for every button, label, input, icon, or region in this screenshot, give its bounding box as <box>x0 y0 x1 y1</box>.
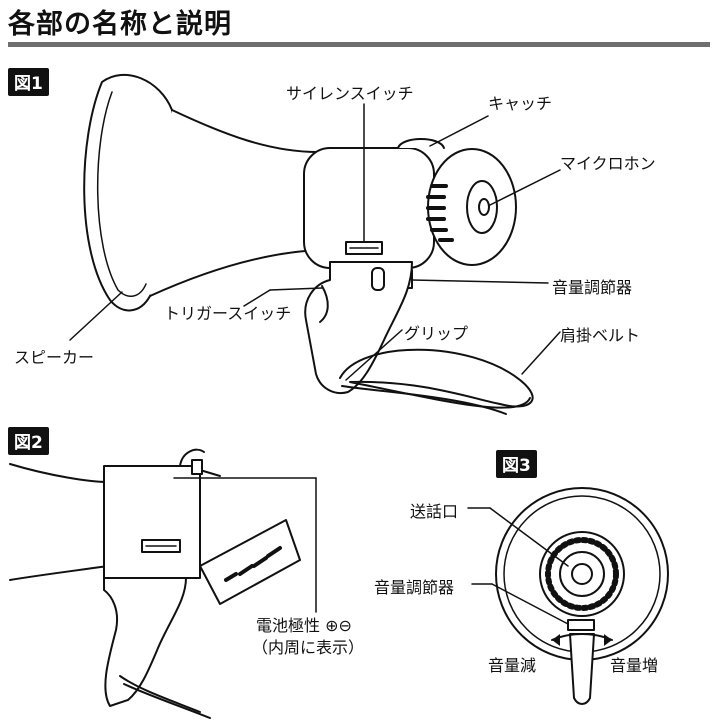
figure-1-megaphone <box>83 73 534 415</box>
figure-3-volume-knob <box>567 619 595 631</box>
battery-housing <box>103 465 201 579</box>
mic-vents <box>426 184 454 242</box>
figure-3-front-view <box>495 487 669 705</box>
figure-3-handle <box>569 633 595 705</box>
figure-2-grip <box>103 577 187 707</box>
figure-2-badge: 図2 <box>8 427 49 455</box>
horn-inner-rim <box>96 91 147 297</box>
horn-body <box>149 109 319 297</box>
label-catch: キャッチ <box>488 94 553 113</box>
label-shoulder-belt: 肩掛ベルト <box>560 326 641 345</box>
label-mouthpiece: 送話口 <box>410 502 459 521</box>
mic-center <box>478 198 490 216</box>
label-trigger-switch: トリガースイッチ <box>164 304 292 323</box>
page-title: 各部の名称と説明 <box>8 9 232 40</box>
label-speaker: スピーカー <box>14 348 95 367</box>
catch-bump <box>397 138 445 149</box>
figure-1-badge: 図1 <box>8 68 49 96</box>
horn-tube <box>9 463 109 581</box>
label-volume-control: 音量調節器 <box>552 278 633 297</box>
figure-3-badge: 図3 <box>496 450 537 478</box>
label-polarity-note: （内周に表示） <box>252 638 365 657</box>
trigger <box>319 285 329 323</box>
label-siren-switch: サイレンスイッチ <box>286 84 414 103</box>
figure-3-leaders <box>467 507 569 625</box>
cover-vents <box>224 546 282 582</box>
figure-1-leaders <box>69 103 561 381</box>
label-volume-decrease: 音量減 <box>488 656 537 675</box>
label-volume-increase: 音量増 <box>610 656 659 675</box>
battery-cover <box>199 519 301 605</box>
label-fig3-volume-control: 音量調節器 <box>374 578 455 597</box>
shoulder-strap <box>339 348 534 409</box>
label-grip: グリップ <box>404 324 469 343</box>
label-battery-polarity: 電池極性 ⊕⊖ <box>256 616 352 635</box>
figure-2-battery-view <box>9 448 301 719</box>
figure-2-leaders <box>173 477 317 613</box>
title-underline <box>8 42 710 47</box>
label-microphone: マイクロホン <box>560 154 656 173</box>
pistol-grip <box>304 261 413 394</box>
